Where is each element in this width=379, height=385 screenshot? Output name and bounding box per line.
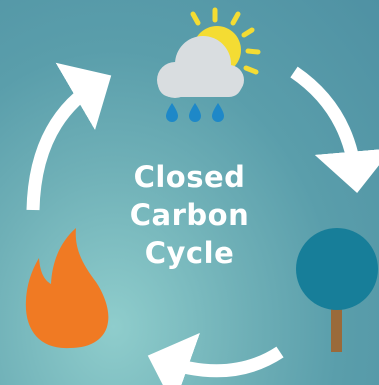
fire-icon <box>25 228 109 349</box>
sun-cloud-rain-icon <box>157 7 261 122</box>
title-line-2: Carbon <box>129 198 250 232</box>
cycle-arrow-icon <box>147 332 284 385</box>
tree-icon <box>296 228 378 352</box>
title-line-1: Closed <box>133 160 246 194</box>
cycle-arrow-icon <box>26 62 112 211</box>
title-line-3: Cycle <box>144 236 235 270</box>
cycle-arrow-icon <box>290 66 379 193</box>
cloud-icon <box>157 36 244 98</box>
diagram-title: Closed Carbon Cycle <box>0 158 379 272</box>
raindrops-icon <box>166 103 224 122</box>
